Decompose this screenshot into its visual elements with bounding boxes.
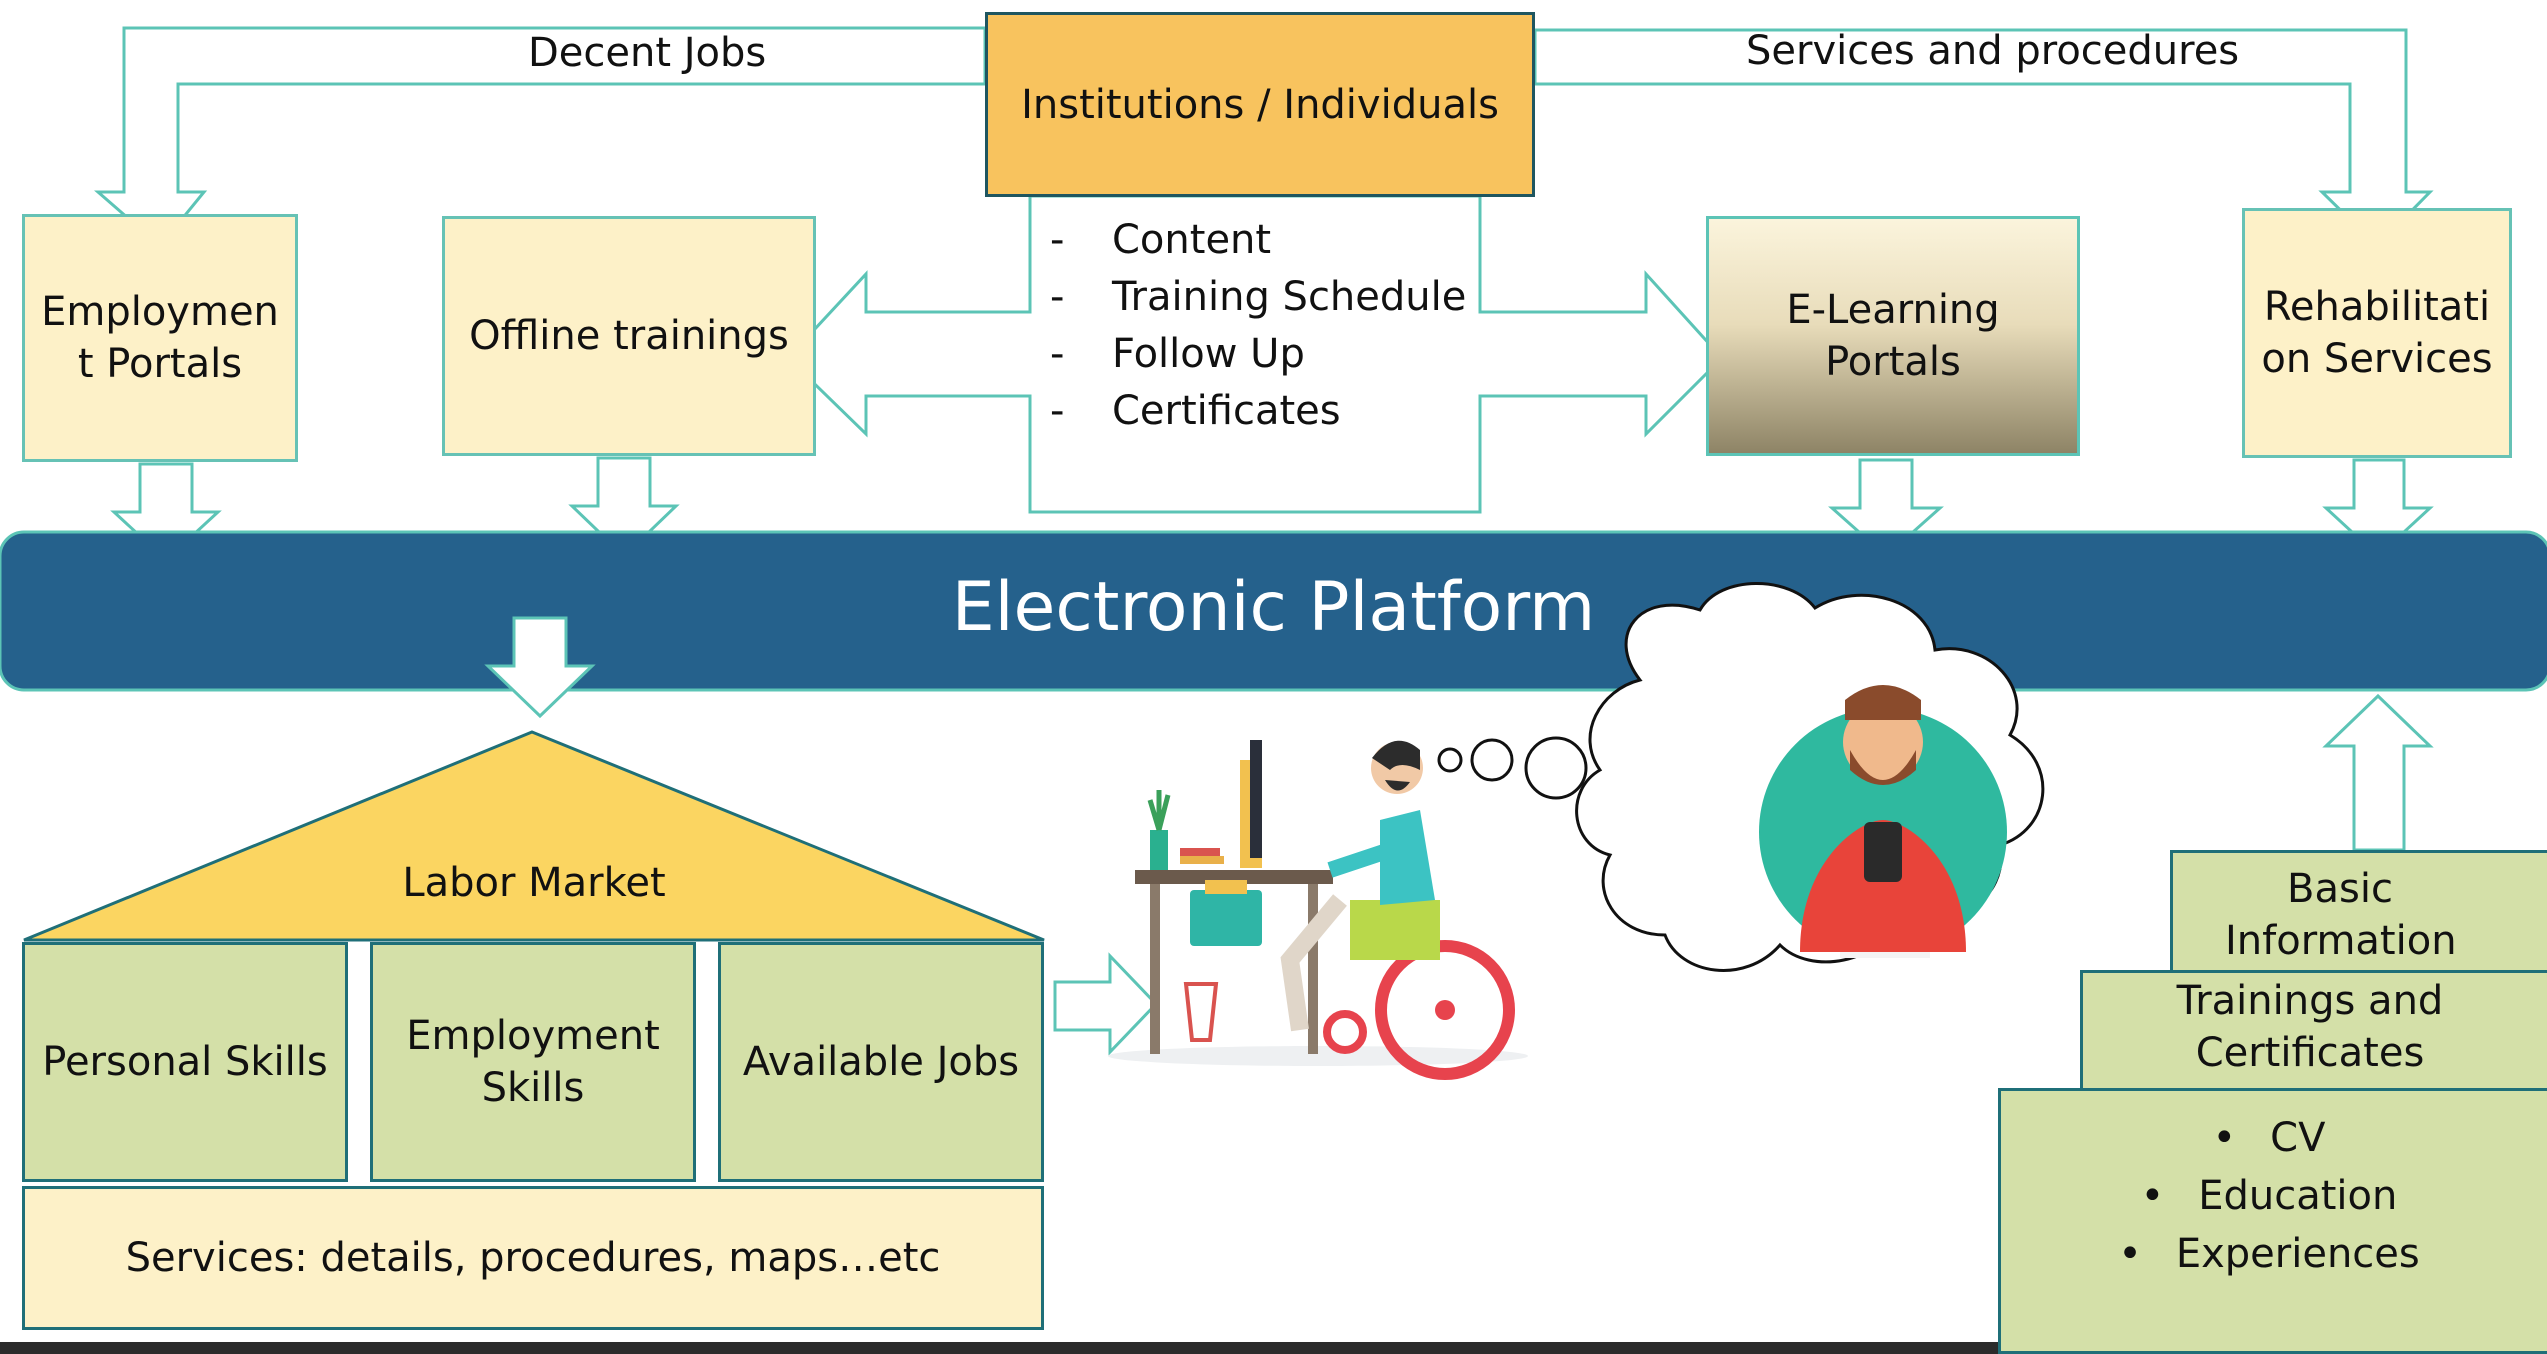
content-list-item: Training Schedule: [1050, 269, 1490, 326]
arrow-labor-to-user: [1053, 952, 1159, 1056]
content-list-item: Certificates: [1050, 383, 1490, 440]
profile-details-item: Experiences: [2118, 1225, 2420, 1283]
label-decent-jobs: Decent Jobs: [528, 30, 767, 76]
source-box-institutions: Institutions / Individuals: [985, 12, 1535, 197]
profile-details-item: CV: [2118, 1109, 2420, 1167]
profile-basic-information-label: Basic Information: [2225, 866, 2457, 964]
box-elearning-portals-label: E-Learning Portals: [1786, 287, 2000, 385]
labor-market-label: Labor Market: [402, 860, 666, 906]
label-services-procedures: Services and procedures: [1746, 28, 2240, 74]
box-employment-portals-label: Employmen t Portals: [41, 289, 279, 387]
pillar-available-jobs: Available Jobs: [718, 942, 1044, 1182]
box-offline-trainings: Offline trainings: [442, 216, 816, 456]
content-list-item: Follow Up: [1050, 326, 1490, 383]
labor-market-roof: [23, 730, 1045, 942]
platform-title: Electronic Platform: [951, 568, 1596, 647]
person-in-wheelchair-at-desk-illustration: [1108, 740, 1528, 1080]
profile-details: CV Education Experiences: [1998, 1088, 2547, 1354]
profile-details-list: CV Education Experiences: [2118, 1109, 2420, 1283]
box-employment-portals: Employmen t Portals: [22, 214, 298, 462]
box-rehabilitation-services: Rehabilitati on Services: [2242, 208, 2512, 458]
pillar-employment-skills-label: Employment Skills: [406, 1013, 660, 1111]
pillar-personal-skills: Personal Skills: [22, 942, 348, 1182]
content-list-item: Content: [1050, 212, 1490, 269]
pillar-available-jobs-label: Available Jobs: [742, 1039, 1020, 1085]
box-rehabilitation-services-label: Rehabilitati on Services: [2261, 284, 2493, 382]
labor-market-base-label: Services: details, procedures, maps…etc: [125, 1235, 941, 1281]
arrow-platform-to-labor: [484, 616, 596, 719]
source-box-label: Institutions / Individuals: [1021, 81, 1499, 128]
content-list: Content Training Schedule Follow Up Cert…: [1050, 212, 1490, 440]
pillar-employment-skills: Employment Skills: [370, 942, 696, 1182]
arrow-profile-to-platform: [2322, 693, 2434, 852]
profile-trainings-certificates-label: Trainings and Certificates: [2176, 978, 2444, 1076]
pillar-personal-skills-label: Personal Skills: [42, 1039, 328, 1085]
profile-basic-information: Basic Information: [2170, 850, 2547, 980]
bottom-strip: [0, 1342, 1998, 1354]
box-elearning-portals: E-Learning Portals: [1706, 216, 2080, 456]
profile-trainings-certificates: Trainings and Certificates: [2080, 970, 2547, 1104]
box-offline-trainings-label: Offline trainings: [469, 313, 789, 359]
labor-market-base: Services: details, procedures, maps…etc: [22, 1186, 1044, 1330]
man-with-phone-avatar: [1759, 685, 2007, 958]
profile-details-item: Education: [2118, 1167, 2420, 1225]
